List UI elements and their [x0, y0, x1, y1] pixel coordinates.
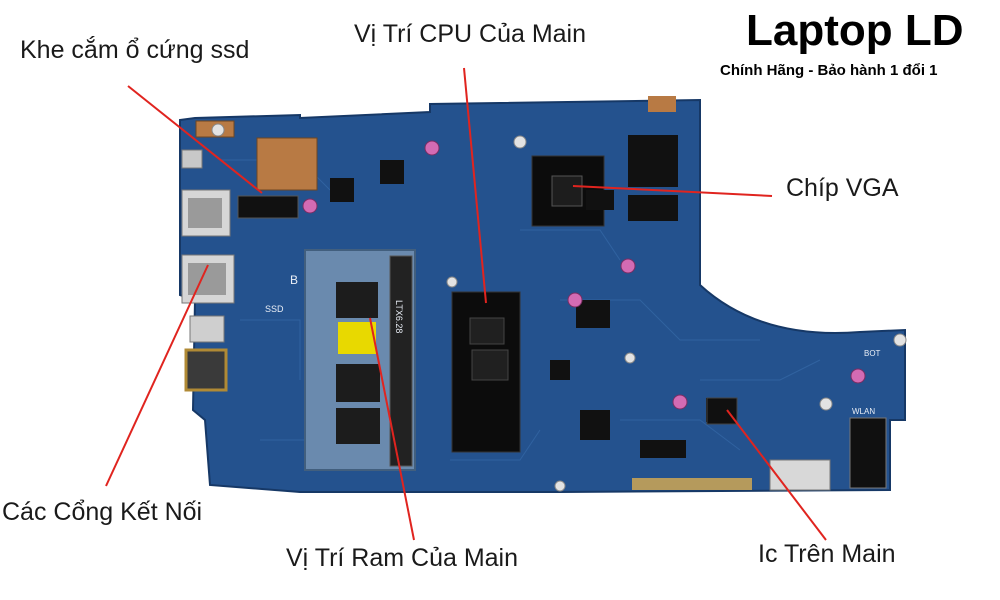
ic-chip [706, 397, 738, 425]
leader-line-ic [726, 409, 827, 541]
label-vga-chip: Chíp VGA [786, 174, 899, 202]
leader-line-vga [572, 185, 773, 197]
brand-title: Laptop LD [746, 6, 964, 55]
ssd-slot [237, 195, 299, 219]
io-ports [181, 149, 235, 392]
label-ssd-slot: Khe cắm ổ cứng ssd [20, 36, 250, 64]
label-cpu-position: Vị Trí CPU Của Main [354, 20, 587, 48]
label-ic-on-main: Ic Trên Main [758, 540, 896, 568]
leader-line-ports [105, 264, 209, 487]
cpu-chip [451, 291, 521, 453]
label-ram-position: Vị Trí Ram Của Main [286, 544, 519, 572]
board-marking-b: B [290, 273, 298, 287]
board-marking-ram: LTX6.28 [394, 300, 404, 333]
board-marking-bot: BOT [864, 349, 881, 358]
leader-lines [105, 67, 827, 541]
board-marking-ssd: SSD [265, 304, 284, 314]
leader-line-ssd [127, 85, 263, 194]
ram-slot [304, 249, 416, 471]
label-ports: Các Cổng Kết Nối [2, 498, 203, 526]
leader-line-ram [369, 317, 415, 541]
copper-pad-left [256, 137, 318, 191]
brand-tagline: Chính Hãng - Bảo hành 1 đổi 1 [720, 62, 938, 79]
leader-line-cpu [463, 67, 487, 304]
board-marking-wlan: WLAN [852, 407, 875, 416]
